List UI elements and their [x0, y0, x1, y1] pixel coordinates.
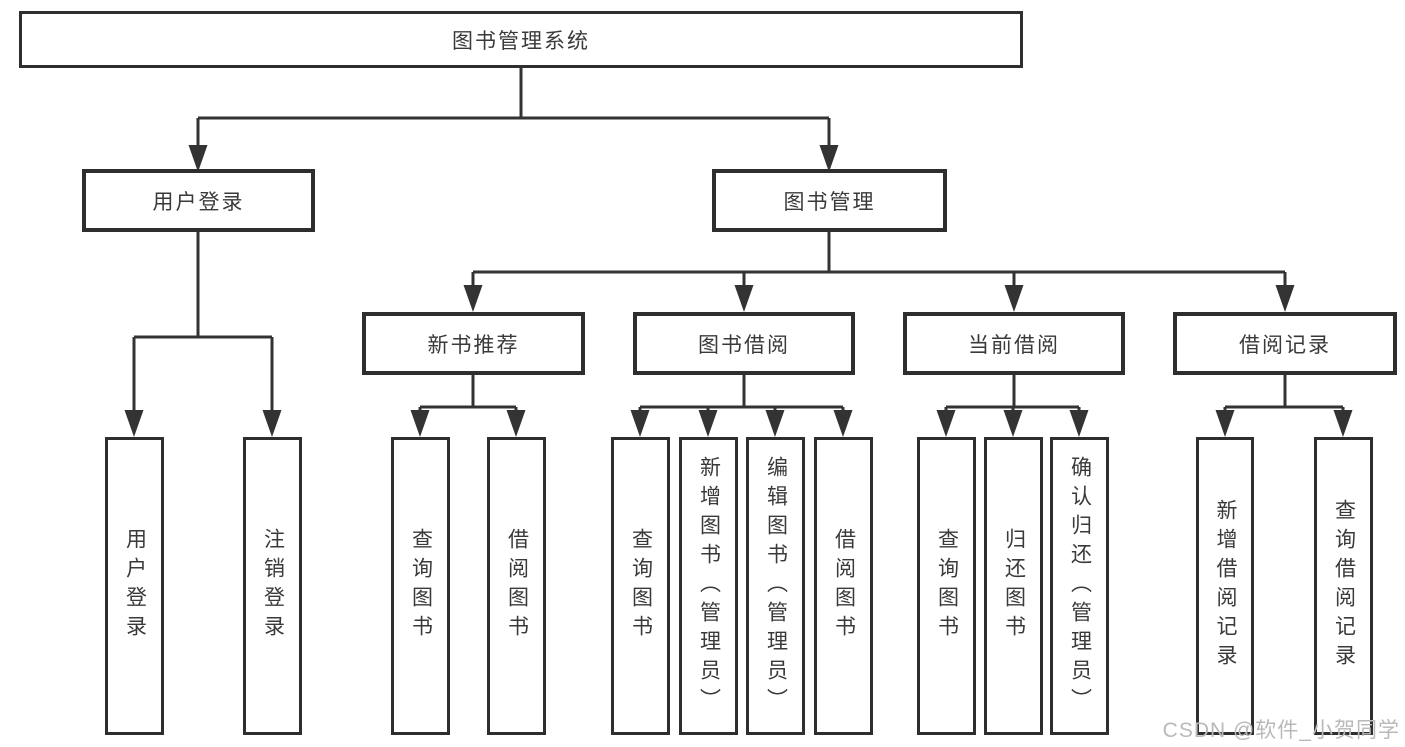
leaf-label: 查询图书: [409, 528, 433, 644]
leaf-label: 新增图书（管理员）: [697, 455, 721, 717]
connector-lines: [132, 68, 1345, 416]
leaf-logout: 注销登录: [243, 437, 302, 735]
leaf-label: 借阅图书: [505, 528, 529, 644]
leaf-query-books-recommend: 查询图书: [391, 437, 450, 735]
leaf-borrow-books-recommend: 借阅图书: [487, 437, 546, 735]
leaf-label: 查询图书: [935, 528, 959, 644]
leaf-query-books-borrowing: 查询图书: [611, 437, 670, 735]
node-system-root: 图书管理系统: [19, 11, 1023, 68]
node-borrow-records: 借阅记录: [1173, 312, 1397, 375]
leaf-label: 编辑图书（管理员）: [764, 455, 788, 717]
leaf-edit-books-admin: 编辑图书（管理员）: [746, 437, 805, 735]
leaf-label: 注销登录: [261, 528, 285, 644]
leaf-query-books-current: 查询图书: [917, 437, 976, 735]
leaf-label: 借阅图书: [832, 528, 856, 644]
node-label: 用户登录: [152, 190, 245, 214]
csdn-watermark: CSDN @软件_小贺同学: [1162, 719, 1400, 742]
arrowhead-icons: [124, 145, 1353, 437]
leaf-confirm-return-admin: 确认归还（管理员）: [1050, 437, 1109, 735]
leaf-label: 归还图书: [1002, 528, 1026, 644]
node-user-login: 用户登录: [82, 169, 315, 232]
node-book-borrowing: 图书借阅: [633, 312, 855, 375]
leaf-label: 查询图书: [629, 528, 653, 644]
node-current-borrowing: 当前借阅: [903, 312, 1125, 375]
leaf-borrow-books-borrowing: 借阅图书: [814, 437, 873, 735]
node-label: 图书管理: [783, 190, 876, 214]
leaf-add-borrow-record: 新增借阅记录: [1196, 437, 1254, 735]
leaf-label: 查询借阅记录: [1332, 499, 1356, 673]
leaf-return-books: 归还图书: [984, 437, 1043, 735]
node-label: 新书推荐: [427, 333, 520, 357]
leaf-label: 新增借阅记录: [1214, 499, 1238, 673]
node-label: 图书借阅: [698, 333, 790, 357]
node-label: 当前借阅: [968, 333, 1060, 357]
node-book-management: 图书管理: [712, 169, 947, 232]
node-label: 图书管理系统: [452, 29, 590, 53]
node-new-book-recommend: 新书推荐: [362, 312, 585, 375]
leaf-label: 用户登录: [123, 528, 147, 644]
leaf-user-login: 用户登录: [105, 437, 164, 735]
leaf-label: 确认归还（管理员）: [1068, 455, 1092, 717]
leaf-add-books-admin: 新增图书（管理员）: [679, 437, 738, 735]
leaf-query-borrow-record: 查询借阅记录: [1314, 437, 1373, 735]
node-label: 借阅记录: [1239, 333, 1331, 357]
